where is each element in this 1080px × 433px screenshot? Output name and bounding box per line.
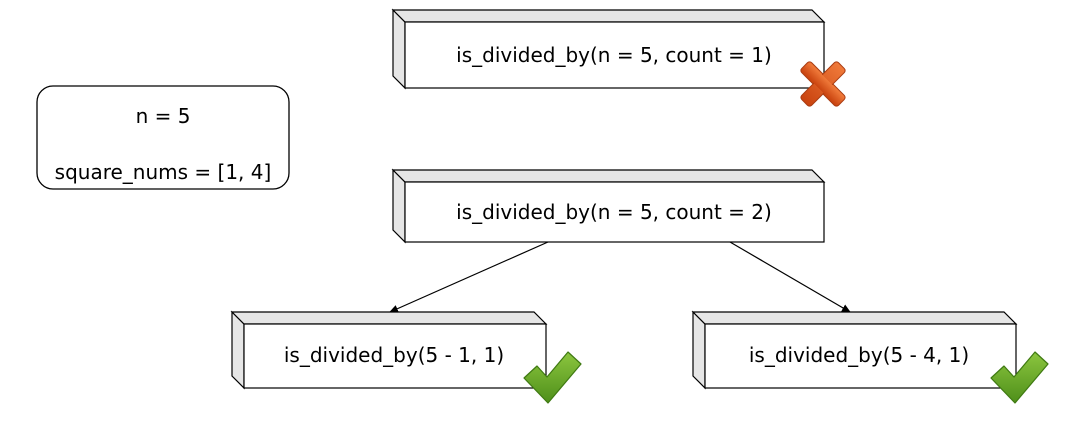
- cross-icon: [800, 61, 846, 107]
- node-top-face: [230, 311, 548, 325]
- node-top-face: [391, 169, 826, 183]
- check-icon: [523, 351, 582, 404]
- node-top-face: [691, 311, 1018, 325]
- call-node-5-minus-1: is_divided_by(5 - 1, 1): [230, 310, 548, 390]
- call-node-count-1: is_divided_by(n = 5, count = 1): [391, 8, 826, 90]
- info-square-nums: square_nums = [1, 4]: [55, 160, 272, 184]
- info-box-frame: [36, 85, 290, 190]
- node-side-face: [692, 310, 706, 390]
- node-label: is_divided_by(n = 5, count = 2): [456, 200, 772, 224]
- node-front-face: [704, 323, 1017, 389]
- edge-to-left-child: [389, 241, 549, 313]
- node-label: is_divided_by(n = 5, count = 1): [456, 43, 772, 67]
- node-side-face: [392, 8, 406, 90]
- info-n-value: n = 5: [136, 104, 191, 128]
- node-top-face: [391, 9, 826, 23]
- node-front-face: [243, 323, 547, 389]
- node-label: is_divided_by(5 - 4, 1): [749, 343, 969, 367]
- node-front-face: [404, 181, 825, 243]
- node-front-face: [404, 21, 825, 89]
- edge-to-right-child: [729, 241, 851, 313]
- node-label: is_divided_by(5 - 1, 1): [284, 343, 504, 367]
- call-node-5-minus-4: is_divided_by(5 - 4, 1): [691, 310, 1018, 390]
- info-box: n = 5 square_nums = [1, 4]: [36, 85, 290, 190]
- check-icon: [990, 351, 1049, 404]
- call-node-count-2: is_divided_by(n = 5, count = 2): [391, 168, 826, 244]
- node-side-face: [231, 310, 245, 390]
